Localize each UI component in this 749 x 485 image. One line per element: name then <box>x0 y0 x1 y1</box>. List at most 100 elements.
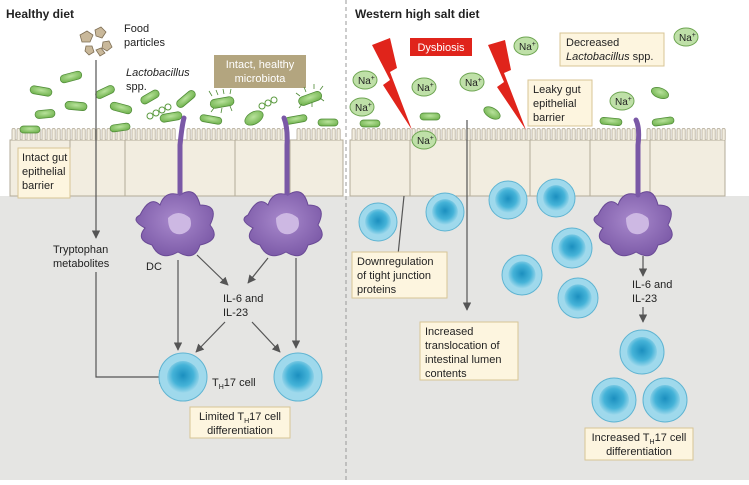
microvillus <box>41 128 46 140</box>
microvillus <box>516 128 521 140</box>
microvillus <box>196 128 201 140</box>
microvillus <box>61 128 66 140</box>
dendritic-cell-left-1 <box>135 115 215 257</box>
immune-cell <box>501 254 543 296</box>
immune-cell <box>425 192 465 232</box>
microvillus <box>261 128 266 140</box>
epithelium-right <box>349 139 726 197</box>
downreg-pointer <box>397 195 405 256</box>
microvillus <box>601 128 606 140</box>
microvillus <box>141 128 146 140</box>
microvillus <box>11 128 16 140</box>
microvillus <box>571 128 576 140</box>
intact-barrier-line-2: epithelial <box>22 166 65 178</box>
microvillus <box>721 128 726 140</box>
svg-text:Na+: Na+ <box>355 102 372 114</box>
microvillus <box>716 128 721 140</box>
sodium-ion: Na+ <box>411 77 437 97</box>
microvillus <box>596 128 601 140</box>
svg-text:Na+: Na+ <box>615 96 632 108</box>
th17-cells-right <box>591 329 688 423</box>
translocation-line-4: contents <box>425 368 467 380</box>
microvillus <box>336 128 341 140</box>
microvillus <box>66 128 71 140</box>
microvillus <box>576 128 581 140</box>
flagellated-bacteria <box>208 84 325 114</box>
food-particles-label-2: particles <box>124 37 165 49</box>
microvillus <box>461 128 466 140</box>
microvillus <box>401 128 406 140</box>
svg-text:Na+: Na+ <box>417 135 434 147</box>
microvillus <box>211 128 216 140</box>
microvillus <box>626 128 631 140</box>
immune-cell <box>358 202 398 242</box>
microvillus <box>696 128 701 140</box>
food-particles-icon <box>79 26 113 57</box>
microvillus <box>316 128 321 140</box>
microvillus <box>406 128 411 140</box>
translocation-box <box>419 321 519 381</box>
downregulation-line-3: proteins <box>357 284 397 296</box>
microvillus <box>46 128 51 140</box>
microvillus <box>661 128 666 140</box>
microvillus <box>606 128 611 140</box>
microbiota-box <box>214 55 306 88</box>
microvillus <box>491 128 496 140</box>
microvillus <box>586 128 591 140</box>
microvillus <box>436 128 441 140</box>
microvillus <box>146 128 151 140</box>
sodium-ion: Na+ <box>609 91 635 111</box>
microvillus <box>396 128 401 140</box>
microvillus <box>186 128 191 140</box>
microvillus <box>251 128 256 140</box>
microvillus <box>701 128 706 140</box>
limited-th17-box <box>189 406 291 439</box>
translocation-line-3: intestinal lumen <box>425 354 501 366</box>
microvillus <box>371 128 376 140</box>
microvillus <box>361 128 366 140</box>
microvillus <box>106 128 111 140</box>
decreased-lactobacillus-box <box>559 32 665 67</box>
sodium-ion: Na+ <box>459 72 485 92</box>
microvillus <box>456 128 461 140</box>
svg-text:Na+: Na+ <box>679 32 696 44</box>
microvillus <box>81 128 86 140</box>
intact-barrier-line-1: Intact gut <box>22 152 67 164</box>
microvillus <box>476 128 481 140</box>
microvillus <box>561 128 566 140</box>
increased-th17-line-1: Increased TH17 cell <box>592 432 687 446</box>
microvillus <box>471 128 476 140</box>
microvillus <box>581 128 586 140</box>
immune-cell <box>536 178 576 218</box>
microvillus <box>256 128 261 140</box>
svg-text:Na+: Na+ <box>465 77 482 89</box>
decreased-line-2: Lactobacillus spp. <box>566 51 653 63</box>
microvillus <box>591 128 596 140</box>
microvillus <box>321 128 326 140</box>
tryptophan-inhibition-line <box>95 272 160 378</box>
cytokine-to-tcell2-arrow <box>251 321 281 353</box>
dc2-to-cytokine-arrow <box>247 257 269 284</box>
microvillus <box>686 128 691 140</box>
microvillus <box>386 128 391 140</box>
microvillus <box>96 128 101 140</box>
microvillus <box>366 128 371 140</box>
leaky-barrier-box <box>527 79 593 127</box>
right-cytokine-label-2: IL-23 <box>632 293 657 305</box>
microvillus <box>451 128 456 140</box>
microvillus <box>706 128 711 140</box>
microvillus <box>201 128 206 140</box>
dendritic-cell-left-2 <box>243 115 323 257</box>
microvillus <box>206 128 211 140</box>
microvillus <box>671 128 676 140</box>
sodium-ion: Na+ <box>352 70 378 90</box>
microvillus <box>301 128 306 140</box>
downregulation-line-1: Downregulation <box>357 256 433 268</box>
svg-text:Na+: Na+ <box>417 82 434 94</box>
sodium-ion: Na+ <box>673 27 699 47</box>
microvillus <box>246 128 251 140</box>
left-panel-title: Healthy diet <box>6 7 74 21</box>
leaky-barrier-line-2: epithelial <box>533 98 576 110</box>
right-bacteria <box>359 87 675 128</box>
left-cytokine-label-1: IL-6 and <box>223 293 263 305</box>
